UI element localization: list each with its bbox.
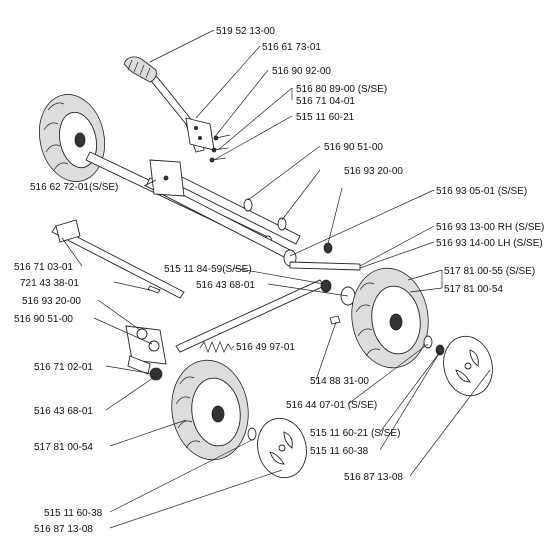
label-p4: 516 80 89-00 (S/SE): [296, 84, 387, 95]
label-p6: 515 11 60-21: [296, 112, 355, 123]
label-p24: 516 44 07-01 (S/SE): [286, 400, 377, 411]
axle-bracket: [149, 159, 185, 197]
label-p19: 516 93 20-00: [22, 296, 81, 307]
label-p15: 517 81 00-55 (S/SE): [444, 266, 535, 277]
label-p5: 516 71 04-01: [296, 96, 355, 107]
label-p3: 516 90 92-00: [272, 66, 331, 77]
left-axle-rod: [51, 219, 185, 299]
right-hubcap: [443, 335, 493, 397]
label-p18: 517 81 00-54: [444, 284, 503, 295]
label-p22: 516 71 02-01: [34, 362, 93, 373]
label-p17: 516 43 68-01: [196, 280, 255, 291]
label-p29: 516 87 13-08: [344, 472, 403, 483]
label-p31: 516 87 13-08: [34, 524, 93, 535]
label-p28: 517 81 00-54: [34, 442, 93, 453]
label-p10: 516 62 72-01(S/SE): [30, 182, 118, 193]
label-p23: 514 88 31-00: [310, 376, 369, 387]
label-p8: 516 93 20-00: [344, 166, 403, 177]
label-p16: 721 43 38-01: [20, 278, 79, 289]
leader-lines: [61, 29, 491, 529]
spacer: [329, 315, 341, 325]
label-p14: 515 11 84-59(S/SE): [164, 264, 252, 275]
label-p11: 516 93 13-00 RH (S/SE): [436, 222, 544, 233]
lever-bracket-plate: [185, 117, 215, 151]
label-p2: 516 61 73-01: [262, 42, 321, 53]
rear-wheel-upper: [38, 94, 106, 182]
left-front-bracket: [125, 325, 167, 381]
label-p13: 516 71 03-01: [14, 262, 73, 273]
clip-pin: [147, 285, 161, 294]
right-axle-linkage: [175, 261, 361, 353]
right-wheel-washers: [423, 335, 445, 356]
label-p25: 516 43 68-01: [34, 406, 93, 417]
left-wheel-washer: [247, 427, 257, 441]
label-p7: 516 90 51-00: [324, 142, 383, 153]
label-p12: 516 93 14-00 LH (S/SE): [436, 238, 543, 249]
label-p21: 516 49 97-01: [236, 342, 295, 353]
label-p30: 515 11 60-38: [44, 508, 103, 519]
label-p1: 519 52 13-00: [216, 26, 275, 37]
part-number-labels: 519 52 13-00 516 61 73-01 516 90 92-00 5…: [14, 26, 544, 535]
left-hubcap: [257, 417, 307, 479]
label-p9: 516 93 05-01 (S/SE): [436, 186, 527, 197]
right-rear-wheel: [351, 267, 429, 369]
label-p26: 515 11 60-21 (S/SE): [310, 428, 400, 439]
left-front-wheel: [171, 359, 249, 461]
label-p20: 516 90 51-00: [14, 314, 73, 325]
label-p27: 515 11 60-38: [310, 446, 369, 457]
spring: [199, 341, 233, 353]
lever-grip: [123, 56, 157, 83]
